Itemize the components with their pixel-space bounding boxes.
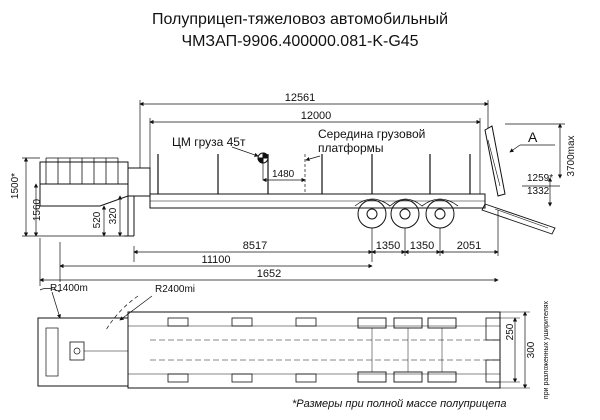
dim-com-offset: 1480 (272, 169, 295, 180)
gooseneck-lower (39, 184, 129, 207)
dim-1350-a: 1350 (376, 240, 400, 252)
label-radius-swing: R2400mi (155, 284, 195, 295)
dim-overall-length: 12561 (285, 92, 316, 104)
plan-outriggers (167, 317, 317, 383)
gooseneck-body (39, 161, 129, 185)
label-radius-front: R1400m (50, 283, 88, 294)
platform-stakes (157, 154, 471, 194)
rear-ramp-lowered (481, 203, 556, 235)
dim-kingpin-height: 1560 (32, 198, 43, 221)
dim-width-250: 250 (505, 323, 516, 340)
plan-view (37, 288, 530, 389)
dim-1652: 1652 (257, 268, 281, 280)
dim-1350-b: 1350 (410, 240, 434, 252)
label-ramp-note: при разложенных уширителях (543, 300, 550, 399)
wheel-axles (354, 198, 459, 229)
dim-ramp-height: 3700max (566, 135, 577, 176)
left-dimensions (22, 157, 128, 237)
bottom-dimensions (39, 210, 499, 286)
dim-width-300: 300 (526, 341, 537, 358)
title-line-2: ЧМЗАП-9906.400000.081-K-G45 (181, 33, 419, 50)
dim-platform-length: 12000 (301, 110, 332, 122)
plan-wheels (357, 317, 457, 383)
dim-11100: 11100 (202, 254, 231, 266)
dim-ramp-extension: 1332 (527, 186, 550, 197)
title-line-1: Полуприцеп-тяжеловоз автомобильный (151, 11, 449, 28)
dim-front-height: 1500* (10, 173, 21, 199)
gooseneck-step (127, 167, 151, 197)
com-marker (231, 146, 269, 180)
footnote: *Размеры при полной массе полуприцепа (292, 398, 507, 410)
dim-coupling-height: 520 (92, 211, 103, 228)
view-marker-a: А (528, 129, 538, 145)
side-view (39, 125, 556, 237)
platform-plan (127, 311, 501, 389)
label-platform-center-2: платформы (318, 141, 384, 155)
dim-deck-height: 1259* (527, 173, 553, 184)
gooseneck-railing (45, 157, 119, 184)
dim-8517: 8517 (243, 240, 267, 252)
rear-ramp-raised (484, 125, 506, 197)
top-dimensions (139, 100, 565, 207)
dim-2051: 2051 (457, 240, 481, 252)
label-center-of-mass: ЦМ груза 45т (172, 135, 246, 149)
label-platform-center-1: Середина грузовой (318, 127, 425, 141)
dim-gooseneck-height: 320 (108, 207, 119, 224)
